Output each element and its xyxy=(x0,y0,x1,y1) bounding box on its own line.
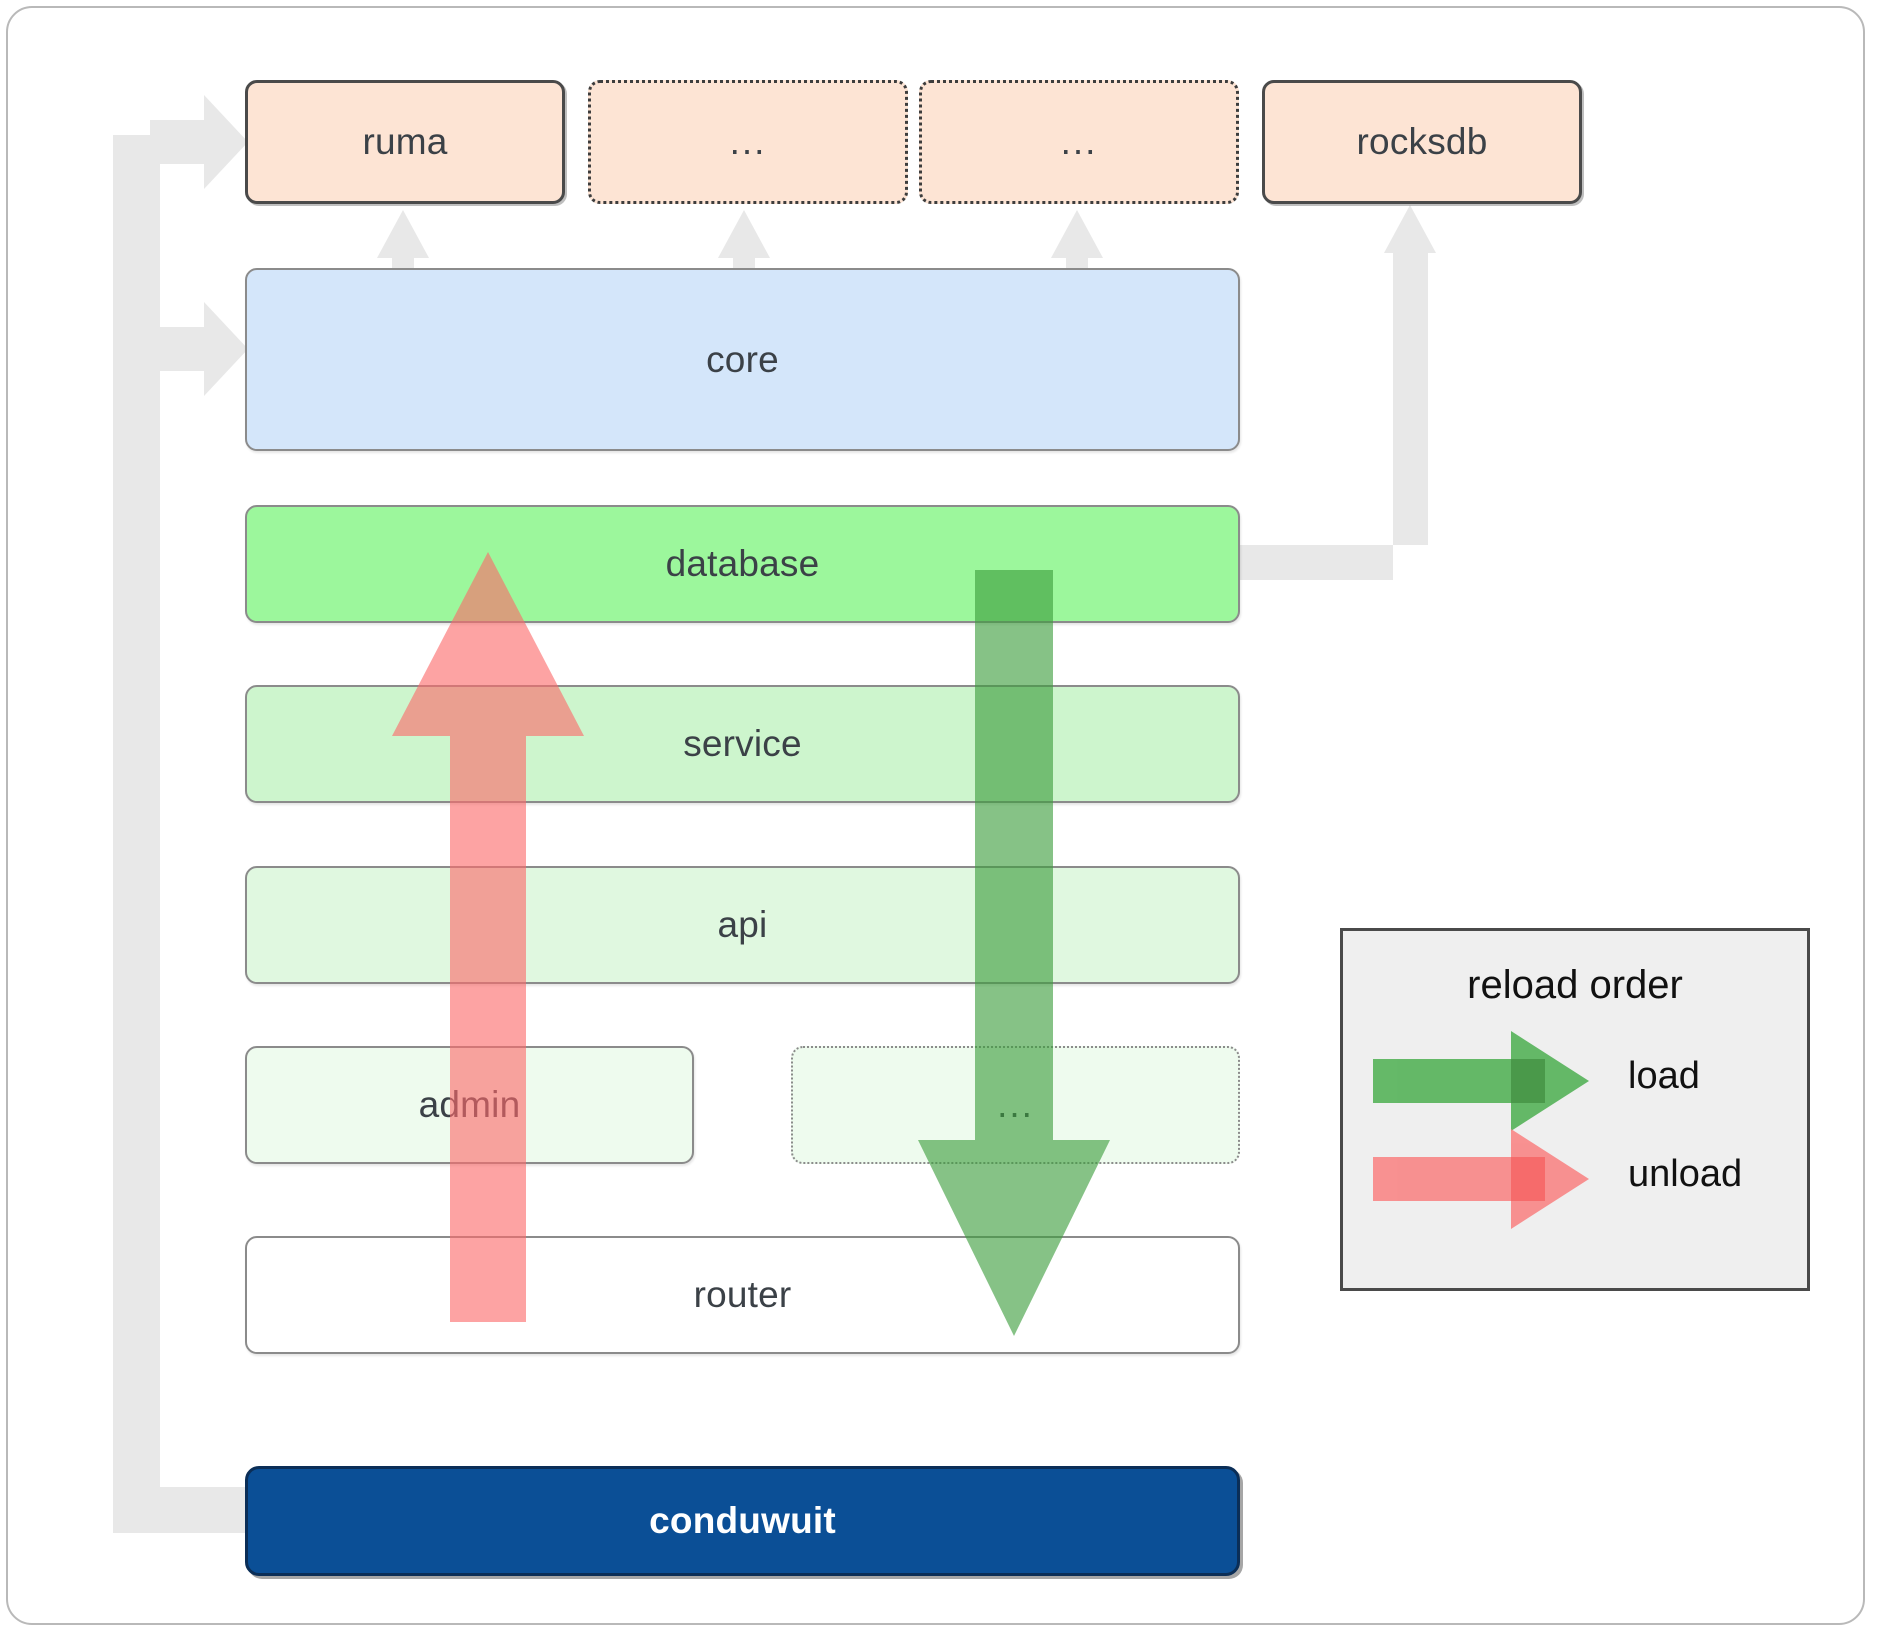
layer-label: api xyxy=(717,904,768,945)
legend-icons xyxy=(1373,1031,1589,1229)
legend-unload-arrow-icon xyxy=(1373,1129,1589,1229)
dependency-label: ... xyxy=(729,120,767,162)
layer-box-admin[interactable]: admin xyxy=(245,1046,694,1164)
layer-label: database xyxy=(665,543,820,584)
root-box-conduwuit[interactable]: conduwuit xyxy=(245,1466,1240,1576)
legend-panel: reload order load unload xyxy=(1340,928,1810,1291)
layer-box-api[interactable]: api xyxy=(245,866,1240,984)
dependency-label: ruma xyxy=(362,121,448,162)
layer-label: router xyxy=(693,1274,792,1315)
dependency-box-ellipsis-1[interactable]: ... xyxy=(588,80,908,204)
dependency-box-ellipsis-2[interactable]: ... xyxy=(919,80,1239,204)
dependency-label: ... xyxy=(1060,120,1098,162)
dependency-box-rocksdb[interactable]: rocksdb xyxy=(1262,80,1582,204)
dependency-label: rocksdb xyxy=(1356,121,1488,162)
layer-label: admin xyxy=(418,1084,521,1125)
diagram-frame xyxy=(6,6,1865,1625)
legend-title: reload order xyxy=(1467,963,1683,1007)
layer-box-router[interactable]: router xyxy=(245,1236,1240,1354)
layer-box-service[interactable]: service xyxy=(245,685,1240,803)
dependency-box-ruma[interactable]: ruma xyxy=(245,80,565,204)
legend-load-arrow-icon xyxy=(1373,1031,1589,1131)
layer-box-ellipsis[interactable]: ... xyxy=(791,1046,1240,1164)
legend-label-load: load xyxy=(1628,1055,1700,1097)
layer-box-database[interactable]: database xyxy=(245,505,1240,623)
layer-label: ... xyxy=(997,1083,1034,1125)
layer-box-core[interactable]: core xyxy=(245,268,1240,451)
layer-label: core xyxy=(706,338,779,380)
root-label: conduwuit xyxy=(649,1500,836,1541)
layer-label: service xyxy=(683,723,802,764)
legend-label-unload: unload xyxy=(1628,1153,1743,1195)
